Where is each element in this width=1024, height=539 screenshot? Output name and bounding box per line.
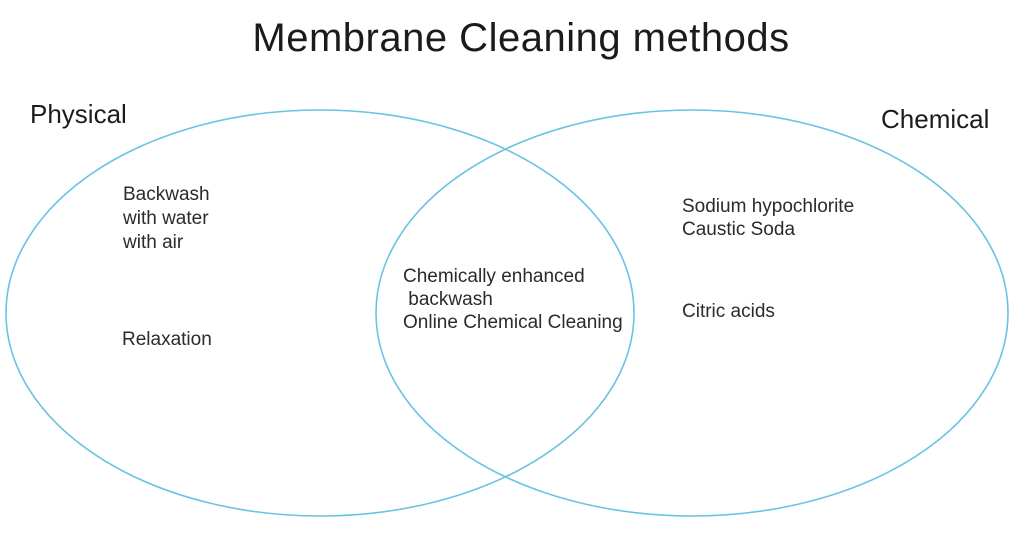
- venn-item-citric-acids: Citric acids: [682, 301, 775, 322]
- venn-item-relaxation: Relaxation: [122, 329, 212, 350]
- physical-backwash-items: Backwash with water with air: [123, 183, 210, 254]
- chemical-ellipse: [375, 109, 1009, 517]
- venn-item-online-chemical-cleaning: Online Chemical Cleaning: [403, 312, 623, 333]
- physical-set-label: Physical: [30, 99, 127, 129]
- intersection-items: Chemically enhanced backwash Online Chem…: [403, 265, 623, 334]
- venn-item-sodium-hypochlorite: Sodium hypochlorite: [682, 196, 855, 217]
- venn-item-with-water: with water: [123, 208, 209, 229]
- chemical-acids-items: Citric acids: [682, 300, 775, 323]
- physical-relaxation-items: Relaxation: [122, 328, 212, 351]
- chemical-set-label: Chemical: [881, 104, 990, 134]
- page-title: Membrane Cleaning methods: [252, 16, 790, 60]
- venn-item-caustic-soda: Caustic Soda: [682, 219, 796, 240]
- venn-item-backwash: Backwash: [123, 184, 210, 205]
- physical-ellipse: [5, 109, 635, 517]
- venn-item-backwash-intersection: backwash: [403, 289, 493, 310]
- chemical-hypochlorite-items: Sodium hypochlorite Caustic Soda: [682, 195, 854, 241]
- venn-item-chemically-enhanced: Chemically enhanced: [403, 266, 585, 287]
- venn-item-with-air: with air: [123, 232, 184, 253]
